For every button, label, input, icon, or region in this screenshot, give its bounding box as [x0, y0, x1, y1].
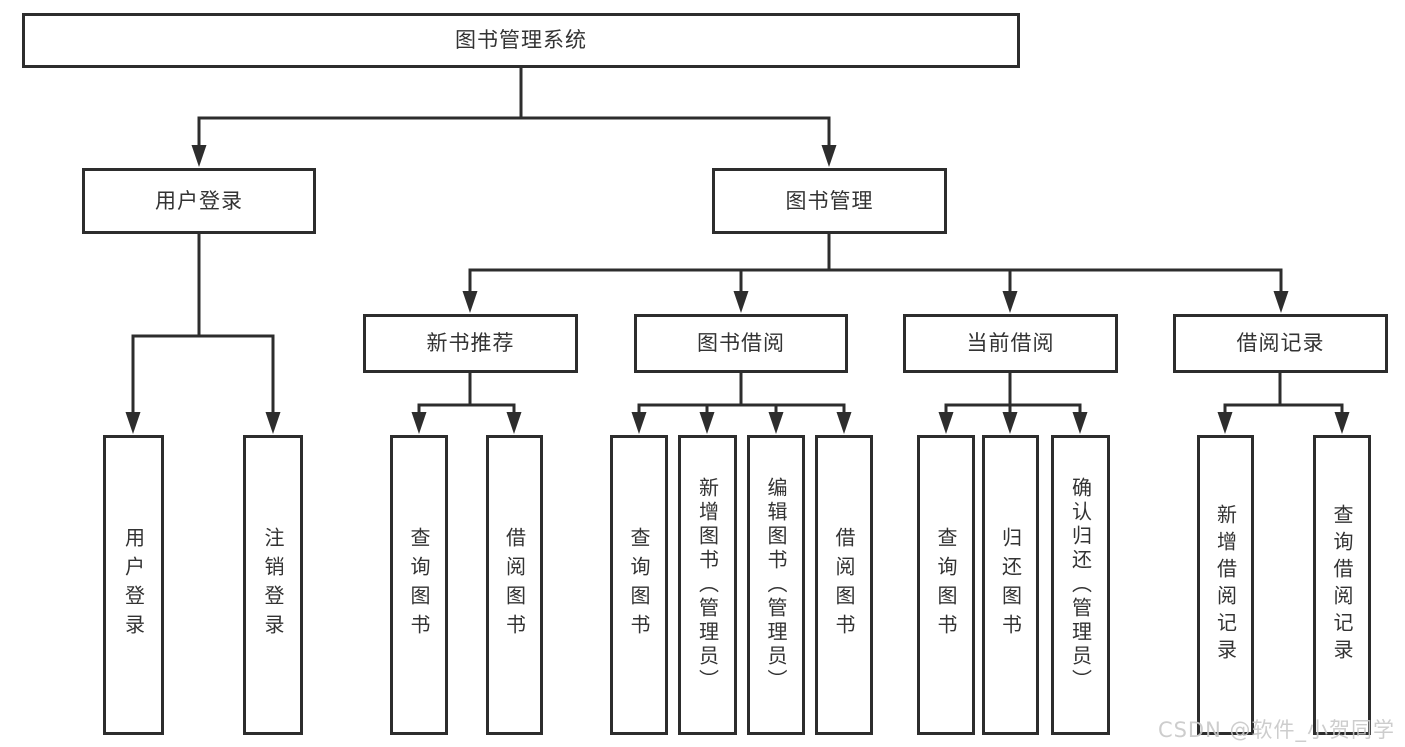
leaf-cb-query-books: 查询图书	[917, 435, 975, 735]
leaf-bb-borrow-books-label: 借阅图书	[832, 527, 856, 643]
leaf-bb-edit-books: 编辑图书（管理员）	[747, 435, 805, 735]
leaf-cb-return-books-label: 归还图书	[998, 527, 1023, 643]
node-book-management: 图书管理	[712, 168, 947, 234]
node-user-login: 用户登录	[82, 168, 316, 234]
node-root: 图书管理系统	[22, 13, 1020, 68]
leaf-nb-query-books-label: 查询图书	[407, 527, 431, 643]
leaf-bb-add-books-label: 新增图书（管理员）	[695, 477, 720, 693]
leaf-bb-edit-books-label: 编辑图书（管理员）	[764, 477, 788, 693]
node-new-book-recommend-label: 新书推荐	[426, 331, 515, 355]
leaf-nb-borrow-books-label: 借阅图书	[502, 527, 527, 643]
leaf-bb-query-books: 查询图书	[610, 435, 668, 735]
leaf-cb-query-books-label: 查询图书	[934, 527, 958, 643]
leaf-bb-query-books-label: 查询图书	[627, 527, 651, 643]
leaf-cb-return-books: 归还图书	[982, 435, 1039, 735]
leaf-user-login: 用户登录	[103, 435, 164, 735]
leaf-cb-confirm-return-label: 确认归还（管理员）	[1068, 477, 1093, 693]
node-new-book-recommend: 新书推荐	[363, 314, 578, 373]
node-book-borrowing-label: 图书借阅	[697, 331, 785, 355]
node-current-borrowing-label: 当前借阅	[966, 331, 1055, 355]
node-borrowing-records-label: 借阅记录	[1236, 331, 1325, 355]
leaf-user-login-label: 用户登录	[121, 527, 146, 643]
node-book-borrowing: 图书借阅	[634, 314, 848, 373]
leaf-nb-borrow-books: 借阅图书	[486, 435, 543, 735]
leaf-br-query-record: 查询借阅记录	[1313, 435, 1371, 735]
leaf-bb-borrow-books: 借阅图书	[815, 435, 873, 735]
leaf-br-add-record: 新增借阅记录	[1197, 435, 1254, 735]
node-book-management-label: 图书管理	[785, 188, 874, 213]
node-current-borrowing: 当前借阅	[903, 314, 1118, 373]
leaf-logout: 注销登录	[243, 435, 303, 735]
leaf-nb-query-books: 查询图书	[390, 435, 448, 735]
csdn-watermark: CSDN @软件_小贺同学	[1157, 718, 1395, 742]
leaf-br-query-record-label: 查询借阅记录	[1330, 504, 1354, 666]
node-root-label: 图书管理系统	[455, 28, 587, 52]
leaf-logout-label: 注销登录	[261, 527, 285, 643]
node-user-login-label: 用户登录	[155, 188, 243, 213]
leaf-cb-confirm-return: 确认归还（管理员）	[1051, 435, 1110, 735]
node-borrowing-records: 借阅记录	[1173, 314, 1388, 373]
leaf-bb-add-books: 新增图书（管理员）	[678, 435, 737, 735]
leaf-br-add-record-label: 新增借阅记录	[1213, 504, 1238, 666]
